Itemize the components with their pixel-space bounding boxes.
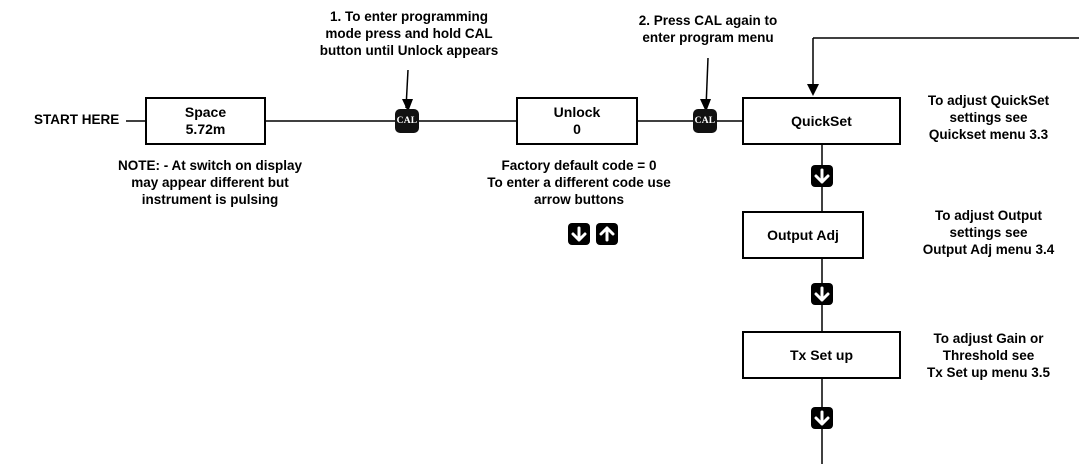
output-adj-side-note-line: Output Adj menu 3.4: [922, 242, 1055, 257]
tx-setup-menu-box: Tx Set up: [742, 331, 901, 379]
output-adj-side-note: To adjust Output settings see Output Adj…: [898, 207, 1079, 258]
unlock-box-title: Unlock: [553, 104, 601, 120]
factory-code-note: Factory default code = 0 To enter a diff…: [447, 157, 711, 208]
tx-setup-side-note-line: Tx Set up menu 3.5: [926, 365, 1051, 380]
tx-setup-side-note-line: To adjust Gain or: [933, 331, 1044, 346]
arrow-down-icon: [568, 223, 590, 245]
step1-line: 1. To enter programming: [329, 9, 489, 24]
step1-instruction: 1. To enter programming mode press and h…: [294, 8, 524, 59]
factory-code-note-line: Factory default code = 0: [501, 158, 657, 173]
cal-button-icon: CAL: [395, 109, 419, 133]
factory-code-note-line: To enter a different code use: [487, 175, 671, 190]
switch-on-note-line: may appear different but: [131, 175, 289, 190]
tx-setup-box-label: Tx Set up: [789, 346, 853, 363]
space-display-box: Space 5.72m: [145, 97, 266, 145]
output-adj-side-note-line: To adjust Output: [935, 208, 1042, 223]
quickset-box-label: QuickSet: [791, 112, 852, 129]
arrow-down-icon: [811, 407, 833, 429]
output-adj-box-label: Output Adj: [767, 226, 839, 243]
quickset-menu-box: QuickSet: [742, 97, 901, 145]
unlock-display-box: Unlock 0: [516, 97, 638, 145]
quickset-side-note-line: To adjust QuickSet: [927, 93, 1050, 108]
step2-line: enter program menu: [642, 30, 774, 45]
step1-line: button until Unlock appears: [319, 43, 499, 58]
cal-button-icon: CAL: [693, 109, 717, 133]
switch-on-note-line: NOTE: - At switch on display: [117, 158, 302, 173]
output-adj-menu-box: Output Adj: [742, 211, 864, 259]
switch-on-note-line: instrument is pulsing: [141, 192, 279, 207]
arrow-down-icon: [811, 165, 833, 187]
output-adj-side-note-line: settings see: [949, 225, 1028, 240]
space-box-title: Space: [184, 104, 227, 120]
switch-on-note: NOTE: - At switch on display may appear …: [82, 157, 338, 208]
arrow-down-icon: [811, 283, 833, 305]
tx-setup-side-note: To adjust Gain or Threshold see Tx Set u…: [898, 330, 1079, 381]
step1-line: mode press and hold CAL: [325, 26, 493, 41]
arrow-up-icon: [596, 223, 618, 245]
step2-line: 2. Press CAL again to: [638, 13, 778, 28]
space-box-value: 5.72m: [185, 121, 226, 137]
quickset-side-note-line: settings see: [949, 110, 1028, 125]
quickset-side-note: To adjust QuickSet settings see Quickset…: [898, 92, 1079, 143]
factory-code-note-line: arrow buttons: [534, 192, 624, 207]
unlock-box-value: 0: [573, 121, 581, 137]
start-here-label: START HERE: [34, 112, 120, 127]
step2-instruction: 2. Press CAL again to enter program menu: [610, 12, 806, 46]
tx-setup-side-note-line: Threshold see: [942, 348, 1035, 363]
quickset-side-note-line: Quickset menu 3.3: [928, 127, 1049, 142]
